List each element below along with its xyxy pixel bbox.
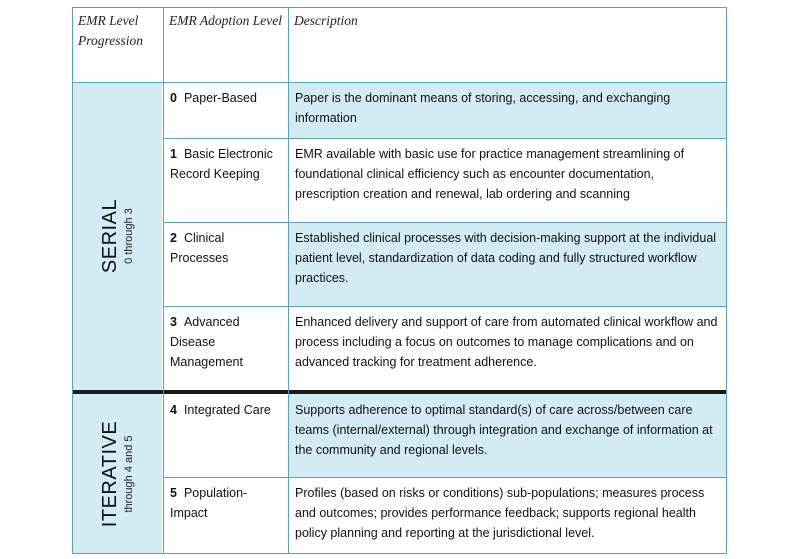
row-3-description: Enhanced delivery and support of care fr… <box>295 315 718 369</box>
rule-top <box>72 7 727 8</box>
row-2-description: Established clinical processes with deci… <box>295 231 717 285</box>
iterative-group-shade <box>72 394 162 554</box>
row-0-desc-shade <box>288 82 727 138</box>
row-1-description: EMR available with basic use for practic… <box>295 147 685 201</box>
emr-adoption-table: EMR Level Progression EMR Adoption Level… <box>72 7 727 554</box>
rule-col-3 <box>288 7 289 554</box>
rule-left <box>72 7 73 554</box>
group-iterative-subtitle: through 4 and 5 <box>123 435 135 513</box>
group-iterative: ITERATIVE through 4 and 5 <box>72 394 162 554</box>
rule-header-bottom <box>72 82 727 83</box>
row-2-level-name: Clinical Processes <box>170 231 229 265</box>
rule-row-2 <box>163 222 727 223</box>
row-2-desc-shade <box>288 222 727 306</box>
row-4-desc-shade <box>288 394 727 477</box>
row-5-number: 5 <box>170 486 177 500</box>
row-0-number: 0 <box>170 91 177 105</box>
rule-right <box>726 7 727 554</box>
row-1-level-name: Basic Electronic Record Keeping <box>170 147 273 181</box>
group-iterative-title: ITERATIVE <box>99 420 121 528</box>
row-4-description: Supports adherence to optimal standard(s… <box>295 403 713 457</box>
row-4-level: 4 Integrated Care <box>163 394 288 477</box>
row-0-description: Paper is the dominant means of storing, … <box>295 91 671 125</box>
group-divider <box>72 390 727 394</box>
rule-col-2 <box>163 7 164 554</box>
row-1-number: 1 <box>170 147 177 161</box>
group-serial: SERIAL 0 through 3 <box>72 82 162 390</box>
row-5-description: Profiles (based on risks or conditions) … <box>295 486 705 540</box>
rule-row-3 <box>163 306 727 307</box>
header-adoption-level: EMR Adoption Level <box>169 13 282 28</box>
group-serial-title: SERIAL <box>99 198 121 274</box>
row-5-level-name: Population-Impact <box>170 486 248 520</box>
row-3-number: 3 <box>170 315 177 329</box>
header-description: Description <box>294 13 358 28</box>
row-0-level-name: Paper-Based <box>183 91 257 105</box>
row-4-number: 4 <box>170 403 177 417</box>
group-serial-subtitle: 0 through 3 <box>123 208 135 264</box>
serial-group-shade <box>72 82 162 390</box>
row-3-level-name: Advanced Disease Management <box>170 315 243 369</box>
row-0-level: 0 Paper-Based <box>163 82 288 138</box>
header-level-progression: EMR Level Progression <box>78 13 144 48</box>
row-4-level-name: Integrated Care <box>183 403 271 417</box>
rule-bottom <box>72 553 727 554</box>
rule-row-1 <box>163 138 727 139</box>
rule-row-5 <box>163 477 727 478</box>
row-2-number: 2 <box>170 231 177 245</box>
